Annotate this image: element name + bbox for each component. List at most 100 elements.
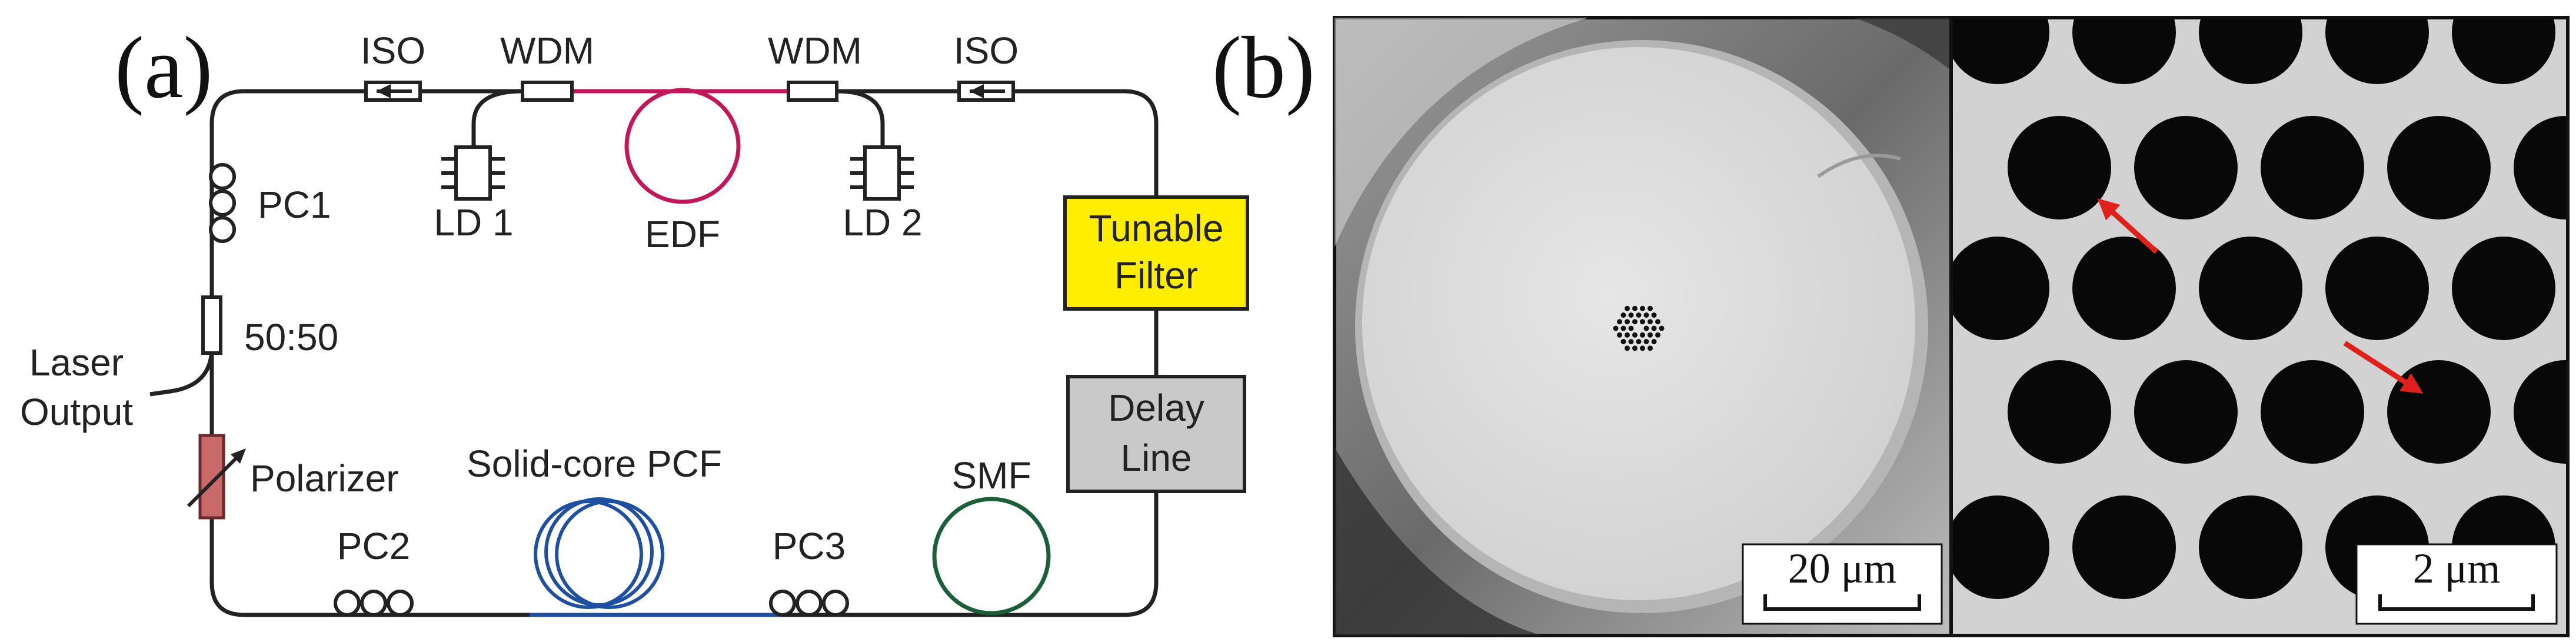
air-hole xyxy=(2452,19,2555,84)
core-hole xyxy=(1655,319,1660,325)
air-hole xyxy=(1953,495,2049,599)
polarizer: Polarizer xyxy=(187,434,399,520)
core-hole xyxy=(1651,339,1657,344)
scale-bar-left xyxy=(1763,594,1921,611)
pc2-label: PC2 xyxy=(337,525,411,567)
core-hole xyxy=(1625,332,1630,338)
air-hole xyxy=(2514,360,2566,464)
pcf-label: Solid-core PCF xyxy=(467,443,722,485)
delay-line-label-line2: Line xyxy=(1121,437,1192,479)
core-hole xyxy=(1625,319,1630,325)
polarization-controller-2: PC2 xyxy=(334,525,414,617)
air-hole xyxy=(2261,360,2364,464)
air-hole xyxy=(2452,237,2555,340)
core-hole xyxy=(1640,319,1645,325)
core-hole xyxy=(1648,345,1653,351)
sem-image-fiber-facet: 20 μm xyxy=(1333,16,1953,637)
air-hole xyxy=(2134,116,2238,219)
core-hole xyxy=(1643,339,1649,344)
fiber-laser-output xyxy=(149,347,214,397)
air-hole xyxy=(1953,19,2049,84)
core-hole xyxy=(1620,325,1626,331)
scale-bar-right-label: 2 μm xyxy=(2413,545,2501,592)
core-hole xyxy=(1632,345,1638,351)
smf-coil: SMF xyxy=(932,454,1051,616)
pc3-label: PC3 xyxy=(773,525,846,567)
air-hole xyxy=(2072,495,2176,599)
polarizer-label: Polarizer xyxy=(250,457,399,500)
core-hole xyxy=(1651,325,1657,331)
core-hole xyxy=(1628,325,1634,331)
pcf-coil: Solid-core PCF xyxy=(467,443,783,617)
air-hole xyxy=(2199,19,2302,84)
air-hole xyxy=(2325,237,2429,340)
coupler-50-50: 50:50 xyxy=(201,295,338,358)
isolator-left-label: ISO xyxy=(361,29,425,72)
core-hole xyxy=(1613,325,1619,331)
fiber-ld1-feed xyxy=(471,89,523,147)
polarization-controller-3: PC3 xyxy=(769,525,849,617)
scale-bar-right xyxy=(2378,594,2535,611)
smf-label: SMF xyxy=(951,454,1031,497)
polarization-controller-1: PC1 xyxy=(209,163,331,243)
tunable-filter-label-line2: Filter xyxy=(1114,254,1198,297)
core-hole xyxy=(1659,325,1665,331)
core-hole xyxy=(1640,345,1645,351)
wdm-right: WDM xyxy=(768,29,862,102)
laser-output-label-line1: Laser xyxy=(29,341,124,384)
core-hole xyxy=(1620,339,1626,344)
laser-diode-2: LD 2 xyxy=(843,145,923,244)
core-hole xyxy=(1636,312,1642,318)
core-hole xyxy=(1628,312,1634,318)
ld2-label: LD 2 xyxy=(843,201,922,244)
core-hole xyxy=(1617,319,1622,325)
core-hole xyxy=(1628,339,1634,344)
core-hole xyxy=(1625,345,1630,351)
air-hole xyxy=(2387,360,2491,464)
delay-line-label-line1: Delay xyxy=(1108,387,1204,429)
isolator-right-label: ISO xyxy=(954,29,1019,72)
core-hole xyxy=(1655,332,1660,338)
air-hole xyxy=(2072,19,2176,84)
air-hole xyxy=(2325,19,2429,84)
scale-bar-left-label: 20 μm xyxy=(1788,545,1897,592)
air-hole xyxy=(2072,237,2176,340)
coupler-label: 50:50 xyxy=(244,316,338,358)
air-hole xyxy=(1953,237,2049,340)
core-hole xyxy=(1648,319,1653,325)
core-hole xyxy=(1648,305,1653,311)
fiber-top-right xyxy=(1013,89,1159,197)
air-hole xyxy=(2514,116,2566,219)
air-hole xyxy=(2134,360,2238,464)
red-arrow-upper xyxy=(2097,198,2159,254)
air-hole xyxy=(2008,116,2111,219)
core-hole xyxy=(1632,332,1638,338)
sem-image-hole-array: 2 μm xyxy=(1949,16,2570,637)
isolator-right: ISO xyxy=(954,29,1019,102)
core-hole xyxy=(1636,339,1642,344)
air-hole xyxy=(2387,116,2491,219)
air-hole xyxy=(2261,116,2364,219)
wdm-left-label: WDM xyxy=(500,29,594,72)
tunable-filter-label-line1: Tunable xyxy=(1089,207,1224,250)
red-arrow-lower xyxy=(2343,341,2424,394)
laser-output-label-line2: Output xyxy=(20,391,133,433)
fiber-ld2-feed xyxy=(836,89,885,147)
panel-a-label: (a) xyxy=(115,19,212,117)
isolator-left: ISO xyxy=(361,29,425,102)
wdm-right-label: WDM xyxy=(768,29,862,72)
edf-label: EDF xyxy=(645,213,720,255)
ld1-label: LD 1 xyxy=(434,201,513,244)
wdm-left: WDM xyxy=(500,29,594,102)
core-hole xyxy=(1640,332,1645,338)
core-hole xyxy=(1643,325,1649,331)
core-hole xyxy=(1617,332,1622,338)
laser-diode-1: LD 1 xyxy=(434,145,514,244)
core-hole-lattice xyxy=(1613,305,1665,351)
panel-b-label: (b) xyxy=(1212,19,1315,117)
pc1-label: PC1 xyxy=(258,184,331,226)
fiber-cladding xyxy=(1362,47,1915,600)
air-hole xyxy=(2199,495,2302,599)
core-hole xyxy=(1632,319,1638,325)
